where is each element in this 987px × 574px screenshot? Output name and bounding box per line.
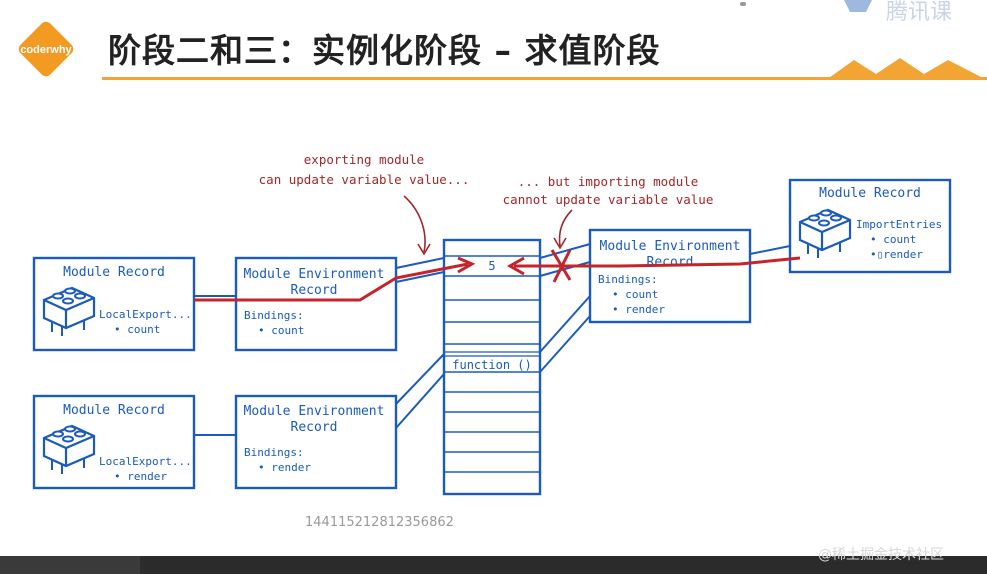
import-annotation-line-2: cannot update variable value [503,192,714,207]
import-annotation: ... but importing module cannot update v… [503,174,714,250]
module-record-2-title: Module Record [63,403,165,418]
importing-record-item-1: • count [870,233,916,246]
brand-text: 腾讯课 [886,0,953,25]
window-dot [740,2,746,6]
module-record-2-entries: LocalExport... [99,455,192,468]
importing-record-item-2: •▯render [870,248,923,261]
logo-text: coderwhy [20,44,72,56]
module-record-1-binding: • count [114,323,160,336]
importing-env-item-2: • render [612,303,665,316]
env-record-1-bindings-label: Bindings: [244,309,304,322]
top-right-brand: 腾讯课 [838,0,987,25]
coderwhy-logo: coderwhy [18,21,74,77]
env-record-1-title-2: Record [291,283,338,298]
module-record-1-title: Module Record [63,265,165,280]
export-annotation-line-1: exporting module [304,152,424,167]
export-annotation-line-2: can update variable value... [259,172,470,187]
env-record-1-title-1: Module Environment [244,267,385,282]
export-annotation: exporting module can update variable val… [259,152,470,256]
memory-column: 5 function () [442,238,542,496]
importing-env-bindings-label: Bindings: [598,273,658,286]
importing-record-entries: ImportEntries [856,218,942,231]
bottom-taskbar [0,556,987,574]
module-record-1-entries: LocalExport... [99,308,192,321]
importing-env-record: Module Environment Record Bindings: • co… [588,228,752,324]
page-title: 阶段二和三：实例化阶段 – 求值阶段 [108,31,661,70]
title-underline [102,77,987,80]
caption-id: 144115212812356862 [305,515,454,530]
blocked-cross-icon [550,249,572,283]
taskbar-segment [0,556,140,574]
memory-count-value: 5 [488,259,495,273]
importing-env-item-1: • count [612,288,658,301]
import-arrow [506,256,801,276]
importing-env-title-1: Module Environment [600,239,741,254]
env-record-1: Module Environment Record Bindings: • co… [234,256,398,352]
module-record-1: Module Record LocalExport... • count [32,256,196,352]
importing-module-record: Module Record ImportEntries • count •▯re… [788,178,952,274]
module-record-2: Module Record LocalExport... • render [32,394,196,490]
import-annotation-line-1: ... but importing module [518,174,699,189]
brand-icon [844,0,872,12]
module-record-2-binding: • render [114,470,167,483]
env-record-2-binding: • render [258,461,311,474]
importing-env-title-2: Record [647,255,694,270]
memory-function-label: function () [452,358,531,372]
env-record-2-title-2: Record [291,420,338,435]
export-arrow [194,256,476,302]
env-record-2-bindings-label: Bindings: [244,446,304,459]
env-record-1-binding: • count [258,324,304,337]
watermark: @稀土掘金技术社区 [818,547,944,563]
env-record-2: Module Environment Record Bindings: • re… [234,394,398,490]
importing-record-title: Module Record [819,186,921,201]
env-record-2-title-1: Module Environment [244,404,385,419]
orange-zigzag-decoration [826,58,987,80]
